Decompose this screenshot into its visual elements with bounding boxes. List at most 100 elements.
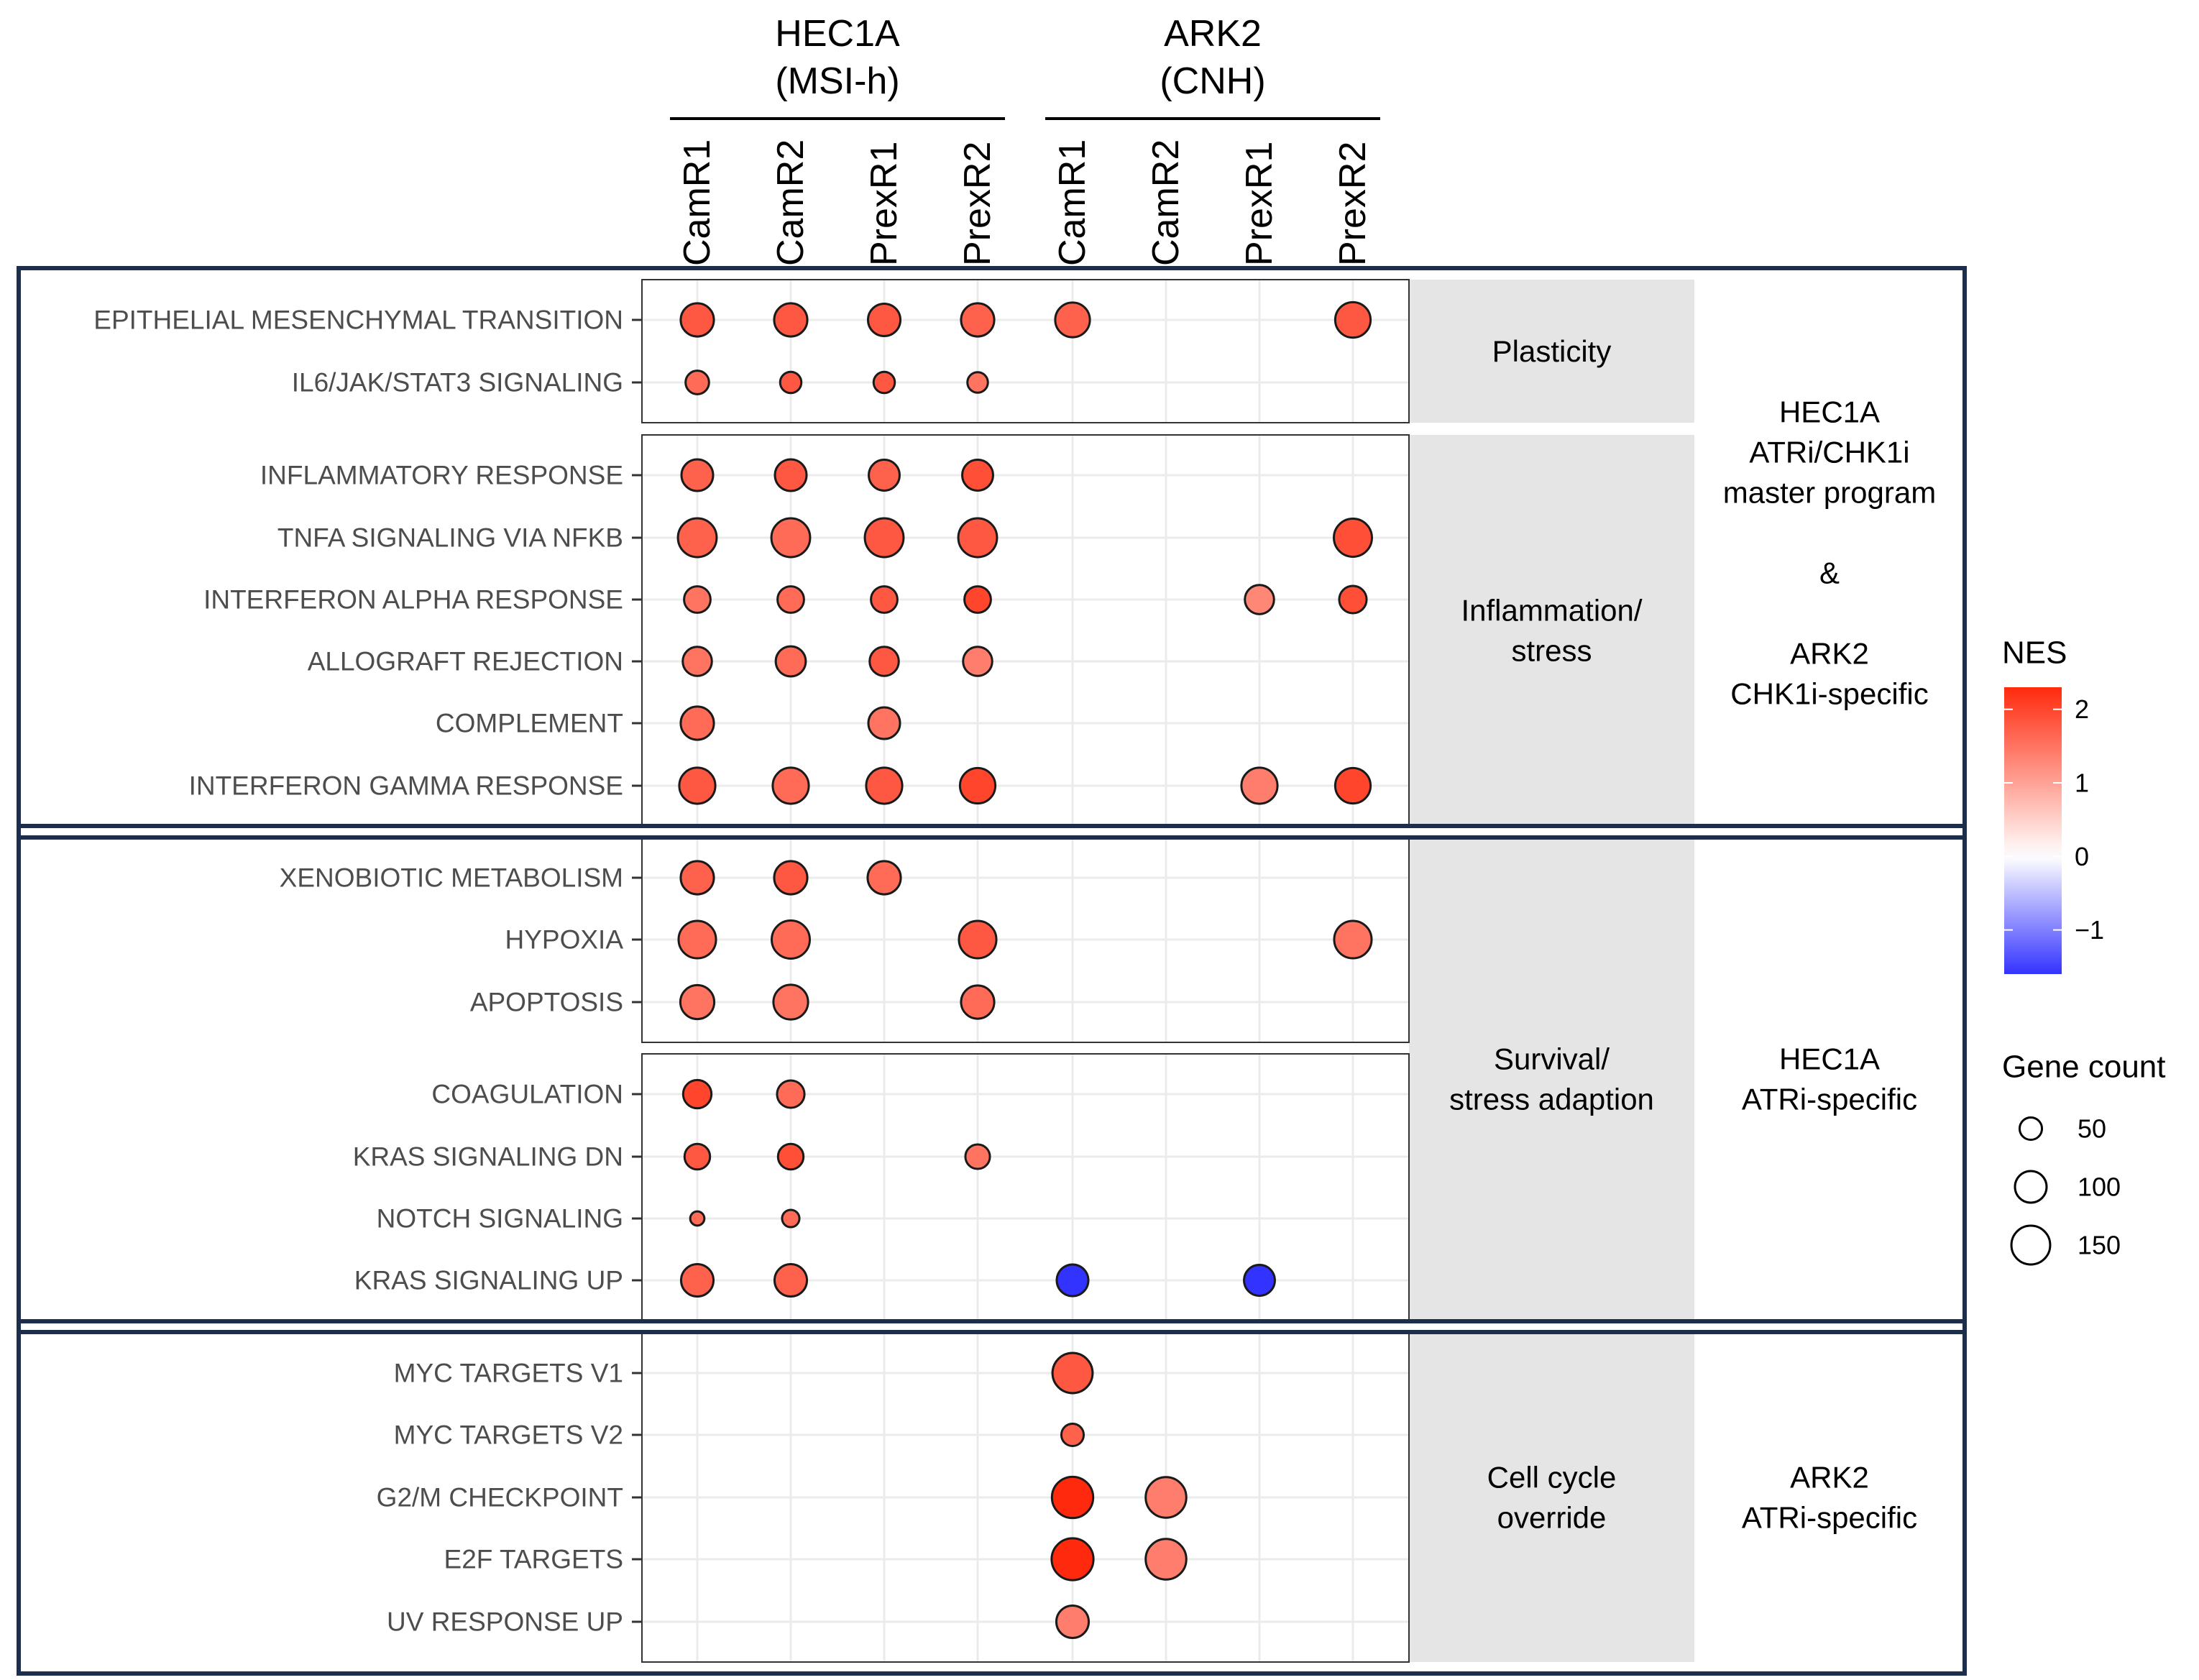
row-label: HYPOXIA: [505, 925, 624, 955]
data-point: [1243, 1264, 1276, 1297]
data-point: [683, 1142, 712, 1171]
cell-line-subtype: (CNH): [1160, 60, 1265, 102]
data-point: [774, 645, 807, 678]
panel-border: [641, 434, 1410, 827]
legend-title-gene-count: Gene count: [2002, 1050, 2166, 1085]
data-point: [960, 302, 996, 338]
data-point: [867, 706, 901, 740]
colorbar-tick-label: −1: [2075, 915, 2104, 945]
data-points: [676, 300, 1373, 1640]
data-point: [776, 1079, 806, 1109]
data-point: [964, 1143, 991, 1170]
data-point: [779, 370, 803, 395]
category-label: Inflammation/: [1461, 594, 1642, 628]
data-point: [962, 646, 993, 677]
panel-border: [641, 279, 1410, 423]
data-point: [679, 983, 716, 1021]
data-point: [1333, 919, 1373, 960]
program-label: HEC1A: [1779, 395, 1880, 429]
row-label: KRAS SIGNALING UP: [354, 1266, 623, 1295]
grid-lines: [642, 280, 1409, 1662]
data-point: [684, 369, 710, 395]
row-label: MYC TARGETS V1: [394, 1359, 623, 1388]
data-point: [870, 585, 899, 614]
size-legend-key: [2018, 1116, 2044, 1142]
data-point: [781, 1208, 801, 1229]
data-point: [1244, 584, 1275, 615]
row-label: G2/M CHECKPOINT: [377, 1483, 623, 1513]
category-shading: [1409, 280, 1694, 1662]
data-point: [865, 766, 904, 805]
data-point: [1144, 1538, 1188, 1581]
category-band: [1409, 837, 1694, 1321]
row-label: NOTCH SIGNALING: [377, 1204, 623, 1234]
data-point: [776, 585, 805, 614]
program-label: ARK2: [1790, 637, 1869, 671]
category-label: override: [1497, 1501, 1607, 1535]
cell-line-subtype: (MSI-h): [775, 60, 899, 102]
data-point: [689, 1210, 706, 1227]
column-label: CamR1: [1052, 139, 1093, 266]
data-point: [1054, 301, 1091, 339]
data-point: [1051, 1351, 1094, 1395]
data-point: [963, 585, 992, 614]
size-legend-label: 150: [2078, 1231, 2121, 1260]
data-point: [1333, 766, 1372, 805]
program-label: master program: [1723, 476, 1936, 510]
column-label: CamR2: [1145, 139, 1187, 266]
program-label: ATRi/CHK1i: [1749, 436, 1909, 469]
colorbar-tick-label: 2: [2075, 694, 2089, 724]
group-box: [17, 266, 1967, 840]
row-label: ALLOGRAFT REJECTION: [308, 647, 623, 676]
data-point: [679, 705, 715, 741]
data-point: [773, 302, 809, 338]
size-legend-key: [2014, 1170, 2048, 1204]
data-point: [866, 302, 902, 338]
data-point: [872, 370, 896, 395]
data-point: [770, 517, 812, 559]
program-label: HEC1A: [1779, 1042, 1880, 1076]
data-point: [776, 1142, 805, 1171]
data-point: [676, 517, 718, 559]
data-point: [679, 1262, 715, 1298]
category-label: stress: [1511, 634, 1592, 668]
category-label: Cell cycle: [1487, 1461, 1617, 1495]
row-label: IL6/JAK/STAT3 SIGNALING: [292, 368, 623, 398]
data-point: [677, 919, 717, 960]
size-legend-label: 50: [2078, 1114, 2106, 1144]
nes-colorbar: [2004, 687, 2062, 974]
row-label: INTERFERON ALPHA RESPONSE: [203, 585, 623, 615]
row-label: COMPLEMENT: [436, 709, 623, 738]
row-label: APOPTOSIS: [470, 988, 623, 1017]
category-band: [1409, 435, 1694, 826]
cell-line-name: ARK2: [1164, 13, 1262, 55]
data-point: [958, 766, 997, 805]
cell-line-name: HEC1A: [775, 13, 900, 55]
row-label: INTERFERON GAMMA RESPONSE: [189, 771, 623, 801]
data-point: [1333, 300, 1372, 339]
row-label: UV RESPONSE UP: [387, 1607, 623, 1637]
data-point: [773, 1262, 809, 1298]
colorbar-tick-label: 0: [2075, 842, 2089, 871]
data-point: [679, 302, 715, 338]
data-point: [1055, 1263, 1090, 1298]
column-label: CamR1: [676, 139, 718, 266]
row-label: KRAS SIGNALING DN: [353, 1142, 623, 1172]
axis-ticks: [632, 318, 642, 1623]
data-point: [1144, 1476, 1188, 1519]
data-point: [1333, 518, 1373, 558]
column-label: PrexR2: [957, 142, 998, 266]
program-label: ATRi-specific: [1742, 1083, 1917, 1116]
group-box: [17, 1319, 1967, 1676]
program-label: &: [1819, 556, 1840, 590]
colorbar-tick-label: 1: [2075, 768, 2089, 798]
category-band: [1409, 1333, 1694, 1662]
row-label: COAGULATION: [431, 1080, 623, 1109]
data-point: [960, 984, 996, 1020]
data-point: [771, 919, 811, 960]
data-point: [1060, 1422, 1085, 1448]
